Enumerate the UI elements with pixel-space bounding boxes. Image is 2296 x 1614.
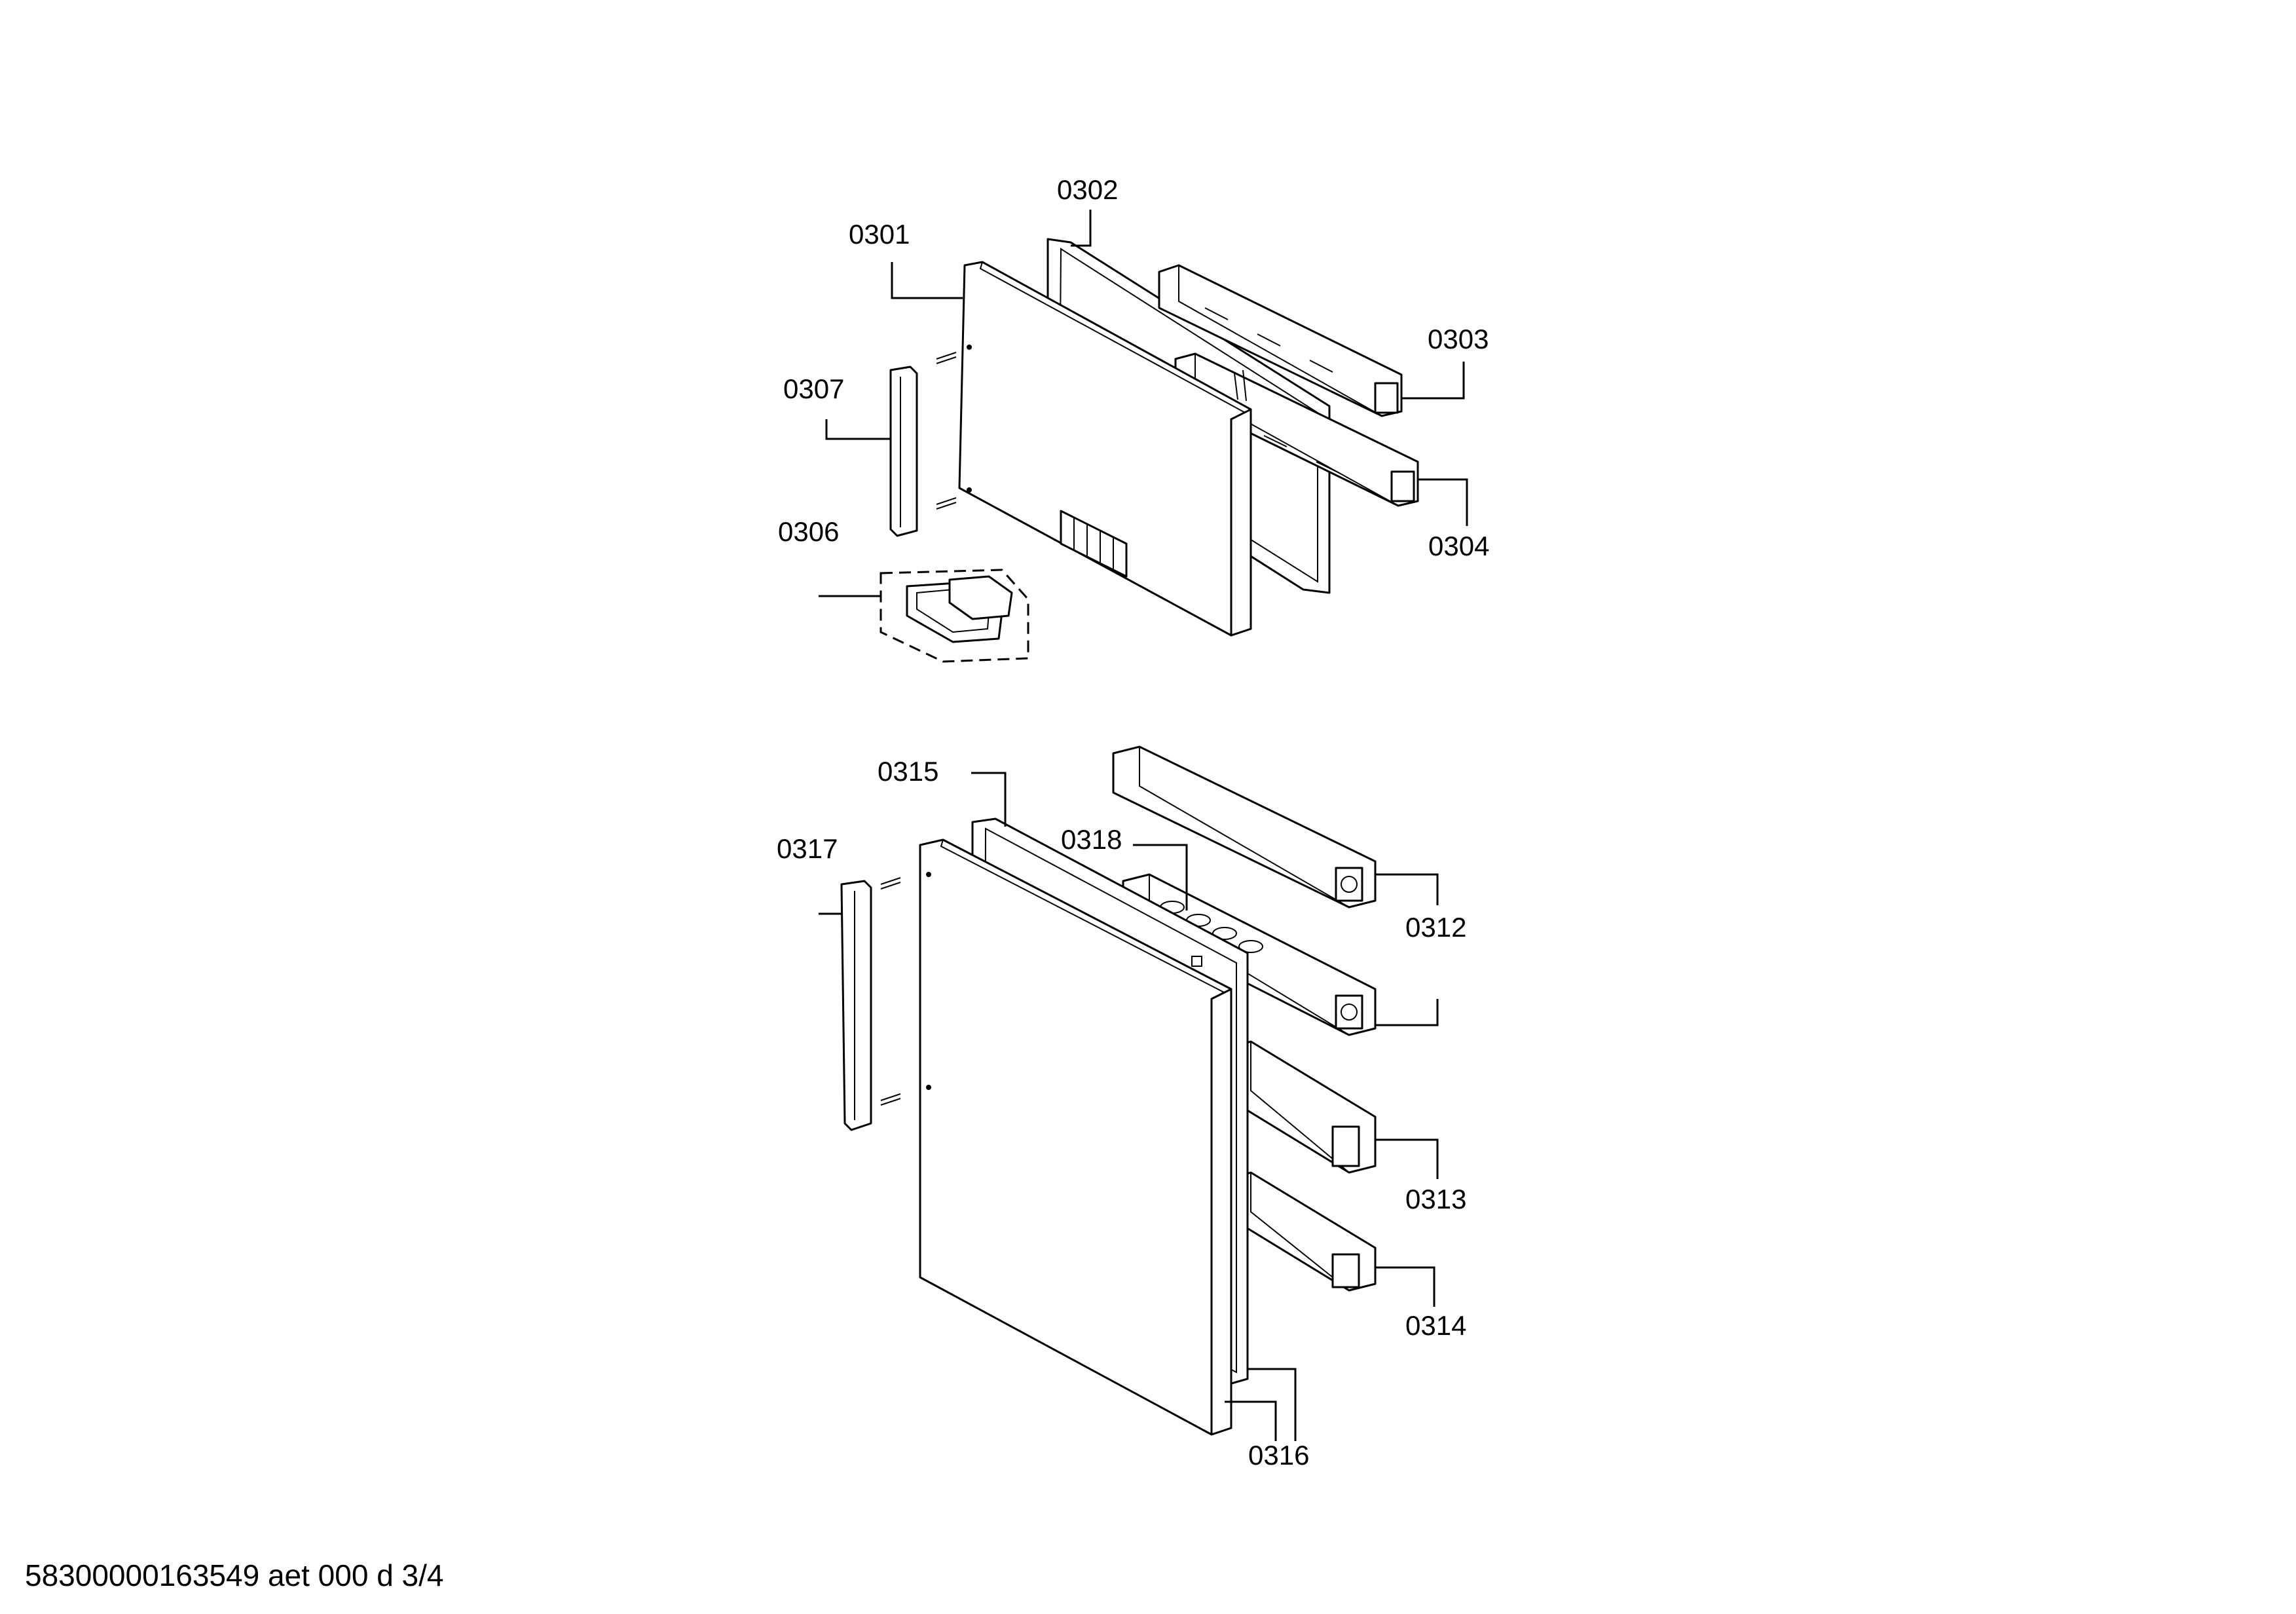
label-0303: 0303: [1428, 324, 1489, 354]
label-0306: 0306: [778, 516, 839, 547]
part-0312-door-shelf: [1112, 745, 1377, 909]
part-screws-upper: [936, 352, 957, 510]
label-0316: 0316: [1248, 1440, 1309, 1471]
label-0313: 0313: [1405, 1184, 1466, 1214]
label-0302: 0302: [1057, 174, 1118, 205]
label-0304: 0304: [1428, 531, 1489, 561]
label-0315: 0315: [878, 756, 938, 787]
part-0314-door-shelf: [1230, 1171, 1377, 1292]
label-0301: 0301: [849, 219, 910, 250]
document-reference-footer: 58300000163549 aet 000 d 3/4: [25, 1558, 444, 1592]
part-0315-door: [919, 838, 1232, 1436]
part-screws-lower: [880, 877, 901, 1106]
leader-lines: [819, 210, 1468, 1441]
part-0317-handle: [840, 880, 872, 1131]
label-0312: 0312: [1405, 912, 1466, 943]
part-0301-door: [958, 261, 1252, 637]
label-0317: 0317: [777, 833, 838, 864]
part-0313-door-shelf: [1230, 1040, 1377, 1174]
label-0318: 0318: [1061, 824, 1122, 855]
part-0303-door-shelf: [1158, 264, 1403, 417]
part-0307-handle: [889, 366, 918, 537]
label-0307: 0307: [783, 373, 844, 404]
label-0314: 0314: [1405, 1310, 1466, 1341]
part-0306-control-module: [880, 569, 1029, 663]
